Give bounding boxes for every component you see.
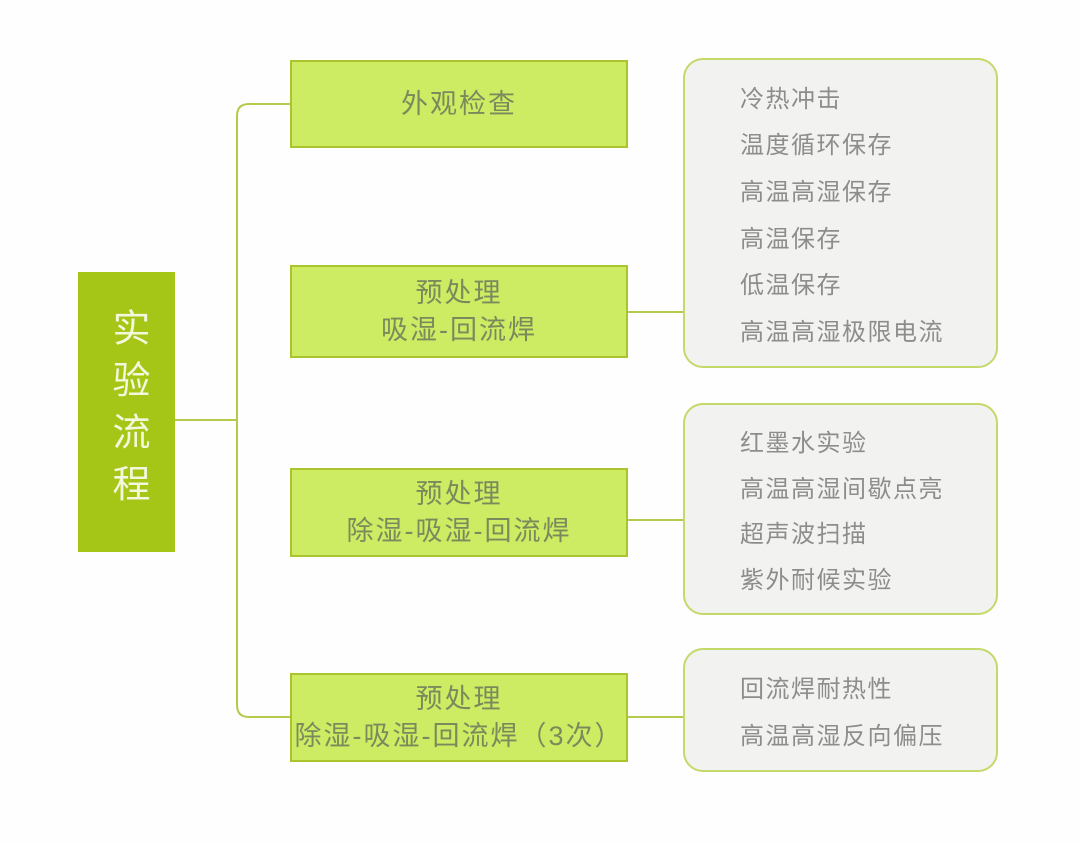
result-item: 高温高湿反向偏压 xyxy=(740,723,944,750)
root-node: 实验流程 xyxy=(78,272,175,552)
stage-label-line: 预处理 xyxy=(415,277,503,308)
stage-node-pretreatment-dehumidify-moisture-reflow: 预处理 除湿-吸湿-回流焊 xyxy=(290,468,628,557)
result-group-reflow-tests: 回流焊耐热性 高温高湿反向偏压 xyxy=(683,648,998,772)
result-item: 高温保存 xyxy=(740,225,842,253)
stage-label-line: 预处理 xyxy=(415,683,503,714)
result-item: 低温保存 xyxy=(740,272,842,300)
stage-node-pretreatment-3-cycles: 预处理 除湿-吸湿-回流焊（3次） xyxy=(290,673,628,762)
stage-label-line: 预处理 xyxy=(415,478,503,509)
result-item: 红墨水实验 xyxy=(740,430,868,458)
result-item: 超声波扫描 xyxy=(740,521,868,549)
result-item: 高温高湿间歇点亮 xyxy=(740,475,944,503)
result-item: 高温高湿保存 xyxy=(740,179,893,207)
stage-node-appearance-inspection: 外观检查 xyxy=(290,60,628,148)
result-item: 回流焊耐热性 xyxy=(740,676,893,703)
root-node-label: 实验流程 xyxy=(106,308,148,516)
result-item: 冷热冲击 xyxy=(740,85,842,113)
stage-label-line: 外观检查 xyxy=(401,88,517,119)
result-item: 紫外耐候实验 xyxy=(740,566,893,594)
stage-label-line: 除湿-吸湿-回流焊（3次） xyxy=(294,720,624,751)
stage-node-pretreatment-moisture-reflow: 预处理 吸湿-回流焊 xyxy=(290,265,628,358)
result-group-analysis-tests: 红墨水实验 高温高湿间歇点亮 超声波扫描 紫外耐候实验 xyxy=(683,403,998,615)
result-item: 温度循环保存 xyxy=(740,132,893,160)
stage-label-line: 除湿-吸湿-回流焊 xyxy=(346,515,572,546)
stage-label-line: 吸湿-回流焊 xyxy=(381,314,537,345)
trunk-connector xyxy=(236,103,290,718)
result-item: 高温高湿极限电流 xyxy=(740,319,944,347)
result-group-storage-tests: 冷热冲击 温度循环保存 高温高湿保存 高温保存 低温保存 高温高湿极限电流 xyxy=(683,58,998,368)
